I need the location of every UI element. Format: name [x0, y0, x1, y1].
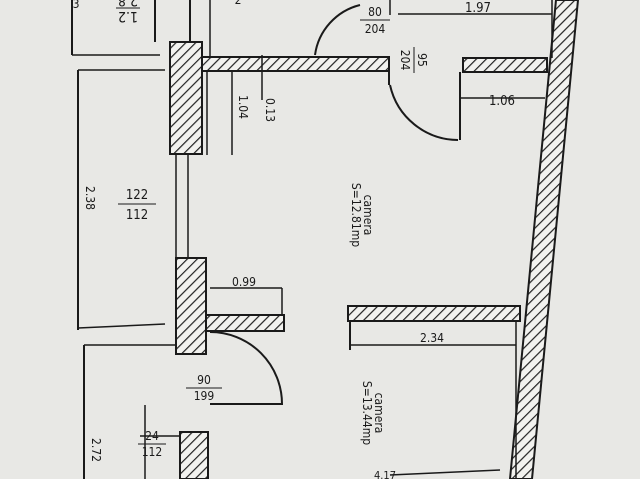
svg-text:2.8: 2.8 — [118, 0, 138, 8]
top-wall-left — [201, 56, 390, 72]
frac-left-den: 112 — [126, 208, 148, 223]
doors — [209, 4, 459, 405]
dim-top-corner: 2 — [235, 0, 242, 7]
svg-text:camera: camera — [372, 393, 386, 434]
frac-left-num: 122 — [126, 188, 148, 203]
frac-top-rot: 1.2 2.8 — [116, 0, 140, 24]
frac-door-top-num: 80 — [368, 5, 382, 19]
dim-013: 0.13 — [263, 98, 277, 122]
frac-door-low-num: 90 — [197, 373, 211, 387]
lines — [71, 0, 553, 479]
dim-104: 1.04 — [236, 95, 250, 119]
frac-small-den: 112 — [142, 445, 163, 459]
dim-417: 4.17 — [374, 469, 396, 479]
svg-text:S=13.44mp: S=13.44mp — [360, 381, 374, 445]
walls — [169, 0, 580, 479]
frac-door-rot: 95 204 — [398, 47, 429, 73]
svg-text:camera: camera — [361, 195, 375, 236]
right-wall — [508, 0, 580, 479]
dim-272: 2.72 — [89, 438, 103, 462]
dim-234: 2.34 — [420, 331, 444, 345]
bottom-wall-stub — [179, 431, 209, 479]
dim-top-left: 3 — [73, 0, 80, 11]
left-wall-lower — [175, 257, 207, 355]
dim-099: 0.99 — [232, 275, 256, 289]
dim-238: 2.38 — [83, 186, 97, 210]
left-wall-upper — [169, 41, 203, 155]
dim-197: 1.97 — [465, 1, 491, 16]
frac-small-num: 24 — [145, 429, 159, 443]
door-swing-right — [389, 84, 459, 141]
svg-text:1.2: 1.2 — [118, 8, 138, 24]
top-wall-right — [462, 57, 548, 73]
room-upper-label: camera S=12.81mp — [349, 183, 375, 247]
svg-text:S=12.81mp: S=12.81mp — [349, 183, 363, 247]
dim-106: 1.06 — [489, 94, 515, 109]
door-swing-lower — [209, 331, 284, 405]
middle-wall-right — [347, 305, 521, 322]
middle-wall-left — [205, 314, 285, 332]
room-lower-label: camera S=13.44mp — [360, 381, 386, 445]
labels: 3 2 1.2 2.8 80 204 1.97 95 204 1.06 1.04… — [73, 0, 515, 479]
svg-text:95: 95 — [415, 53, 429, 67]
svg-text:204: 204 — [398, 50, 412, 71]
frac-door-top-den: 204 — [365, 22, 386, 36]
frac-door-low-den: 199 — [194, 389, 215, 403]
door-swing-top — [314, 4, 361, 56]
